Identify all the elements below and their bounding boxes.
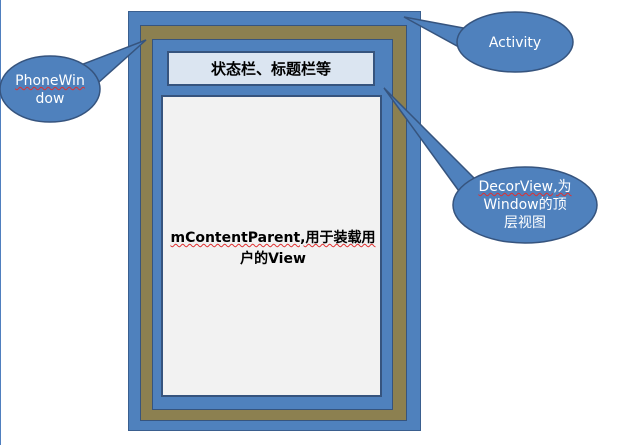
decor-view-callout-line2: Window的顶: [483, 197, 567, 213]
decor-view-callout-label: DecorView,为 Window的顶 层视图: [463, 178, 587, 232]
decor-view-callout-pointer: [383, 87, 475, 200]
phone-window-callout-bubble: [0, 55, 101, 123]
decor-view-callout-line1: DecorView,为: [478, 179, 572, 195]
phone-window-callout-line1: PhoneWin: [15, 73, 85, 89]
content-parent-label-line1: mContentParent,用于装载用: [170, 230, 376, 246]
left-edge-rule: [0, 0, 1, 445]
decor-view-callout-line3: 层视图: [504, 215, 546, 231]
content-parent-label-line2: 户的View: [240, 251, 306, 267]
phone-window-callout-label: PhoneWin dow: [8, 72, 92, 108]
title-bar-label: 状态栏、标题栏等: [210, 60, 331, 78]
content-parent-label: mContentParent,用于装载用 户的View: [170, 228, 376, 270]
activity-callout-bubble: [456, 11, 574, 73]
content-parent-box: [161, 95, 382, 397]
title-bar-box: 状态栏、标题栏等: [167, 51, 375, 86]
decor-view-callout-bubble: [452, 166, 598, 244]
phone-window-callout-line2: dow: [35, 91, 65, 107]
activity-callout-label: Activity: [488, 35, 542, 51]
